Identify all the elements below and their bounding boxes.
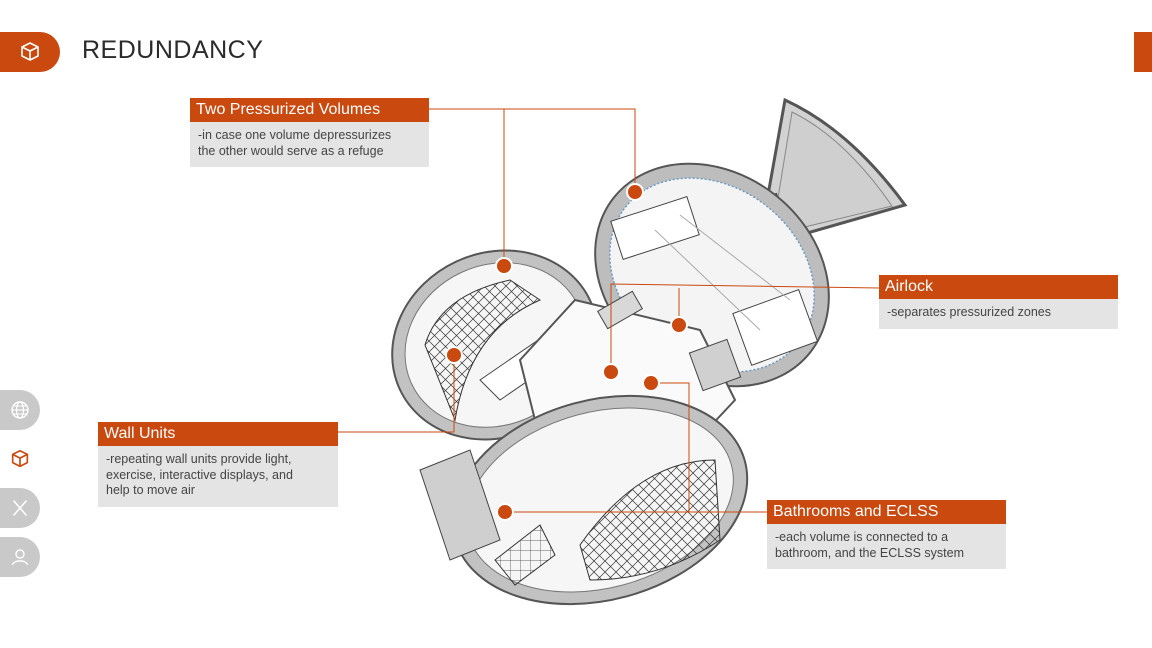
callout-pressurized-volumes: Two Pressurized Volumes -in case one vol…: [190, 98, 429, 167]
callout-text: -each volume is connected to a bathroom,…: [767, 524, 1006, 569]
callout-title: Bathrooms and ECLSS: [767, 500, 1006, 524]
leader-lines: [338, 108, 880, 513]
person-icon: [11, 549, 29, 566]
callout-text: -in case one volume depressurizes the ot…: [190, 122, 429, 167]
globe-icon: [11, 401, 29, 419]
marker-volume-left: [495, 257, 513, 275]
side-nav: [0, 390, 42, 586]
right-edge-tab[interactable]: [1134, 32, 1152, 72]
markers: [445, 183, 688, 521]
callout-text: -separates pressurized zones: [879, 299, 1118, 329]
leader-volumes-a: [429, 108, 636, 192]
cube-icon: [11, 449, 29, 468]
lower-volume: [419, 394, 749, 606]
marker-volume-upper: [626, 183, 644, 201]
leader-wall-units: [338, 355, 455, 433]
leader-bathrooms-b: [651, 382, 690, 512]
nav-tools-button[interactable]: [0, 488, 40, 528]
marker-bathroom-b: [496, 503, 514, 521]
marker-airlock-b: [602, 363, 620, 381]
leader-airlock: [610, 283, 880, 372]
callout-title: Two Pressurized Volumes: [190, 98, 429, 122]
header-tab: [0, 32, 60, 72]
nav-cube-button[interactable]: [0, 439, 40, 479]
callout-text: -repeating wall units provide light, exe…: [98, 446, 338, 507]
nav-globe-button[interactable]: [0, 390, 40, 430]
callout-airlock: Airlock -separates pressurized zones: [879, 275, 1118, 329]
callout-bathrooms-eclss: Bathrooms and ECLSS -each volume is conn…: [767, 500, 1006, 569]
marker-bathroom-a: [642, 374, 660, 392]
nav-person-button[interactable]: [0, 537, 40, 577]
tools-icon: [13, 500, 27, 516]
cube-icon: [21, 42, 39, 61]
callout-title: Airlock: [879, 275, 1118, 299]
marker-wall-unit: [445, 346, 463, 364]
callout-wall-units: Wall Units -repeating wall units provide…: [98, 422, 338, 507]
callout-title: Wall Units: [98, 422, 338, 446]
marker-airlock-a: [670, 316, 688, 334]
page-title: REDUNDANCY: [82, 36, 264, 64]
